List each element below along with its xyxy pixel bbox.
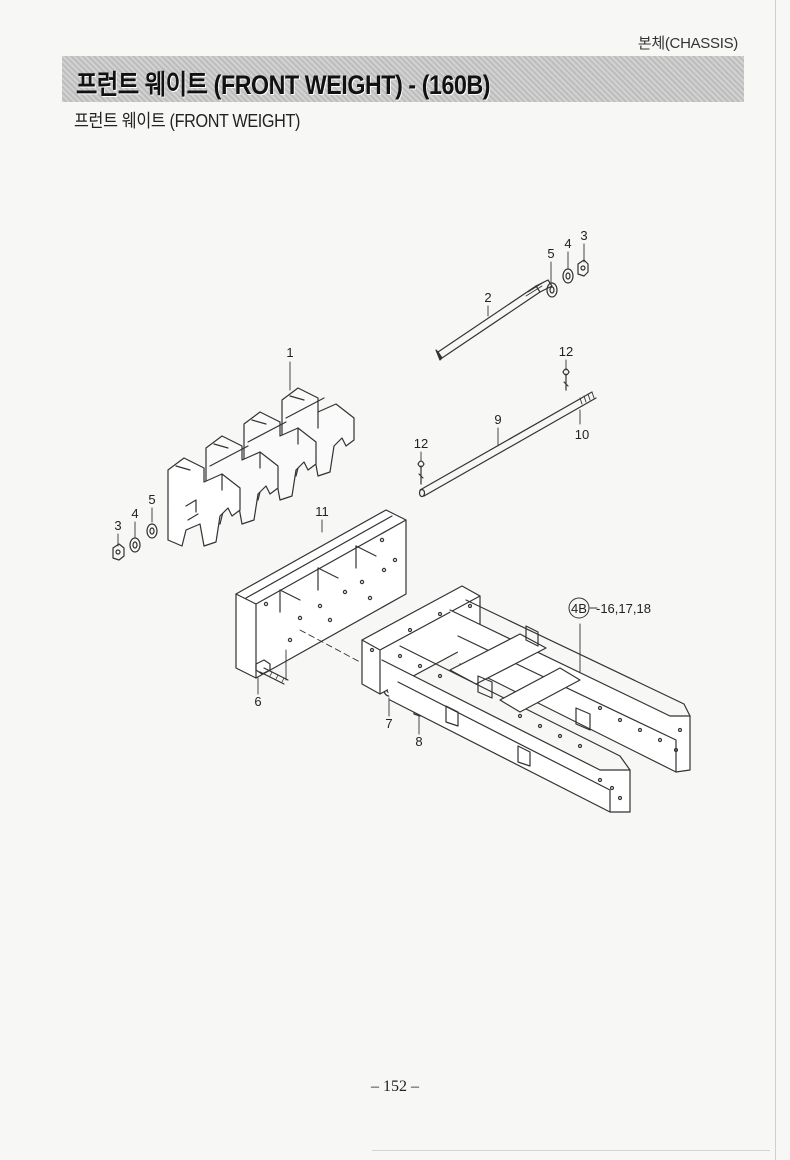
weight-bracket bbox=[235, 509, 407, 679]
callout-12-left: 12 bbox=[414, 436, 428, 451]
page-edge bbox=[775, 0, 776, 1160]
callout-10: 10 bbox=[575, 427, 589, 442]
callout-labels: 1 2 3 4 5 6 7 8 9 10 11 12 3 4 5 12 4B -… bbox=[114, 228, 651, 749]
tie-rod-upper bbox=[435, 279, 553, 361]
callout-8: 8 bbox=[415, 734, 422, 749]
callout-6: 6 bbox=[254, 694, 261, 709]
callout-2: 2 bbox=[484, 290, 491, 305]
spring-pin bbox=[577, 391, 597, 407]
callout-9: 9 bbox=[494, 412, 501, 427]
reference-circle bbox=[568, 597, 590, 619]
callout-4-left: 4 bbox=[131, 506, 138, 521]
section-label: 본체(CHASSIS) bbox=[637, 35, 738, 52]
reference-parts-text: -16,17,18 bbox=[596, 601, 651, 616]
front-weight-plates bbox=[167, 387, 355, 547]
callout-5-left: 5 bbox=[148, 492, 155, 507]
callout-11: 11 bbox=[315, 504, 329, 519]
callout-3: 3 bbox=[580, 228, 587, 243]
title-bar: 프런트 웨이트 (FRONT WEIGHT) - (160B) bbox=[62, 56, 744, 102]
bottom-rule bbox=[372, 1150, 770, 1151]
callout-4: 4 bbox=[564, 236, 571, 251]
tie-rod-lower bbox=[418, 399, 583, 498]
washer-nut-upper bbox=[546, 259, 589, 298]
leader-lines bbox=[117, 243, 598, 735]
callout-1: 1 bbox=[286, 345, 293, 360]
callout-12-right: 12 bbox=[559, 344, 573, 359]
page-title: 프런트 웨이트 (FRONT WEIGHT) - (160B) bbox=[76, 70, 491, 100]
callout-3-left: 3 bbox=[114, 518, 121, 533]
clip-pins bbox=[417, 368, 570, 485]
washer-nut-lower bbox=[112, 523, 158, 561]
reference-circle-label: 4B bbox=[571, 601, 587, 616]
page-subtitle: 프런트 웨이트 (FRONT WEIGHT) bbox=[74, 111, 301, 131]
callout-7: 7 bbox=[385, 716, 392, 731]
mounting-bolt bbox=[255, 659, 289, 685]
callout-5: 5 bbox=[547, 246, 554, 261]
chassis-frame bbox=[361, 585, 691, 813]
page-number: – 152 – bbox=[371, 1078, 419, 1095]
